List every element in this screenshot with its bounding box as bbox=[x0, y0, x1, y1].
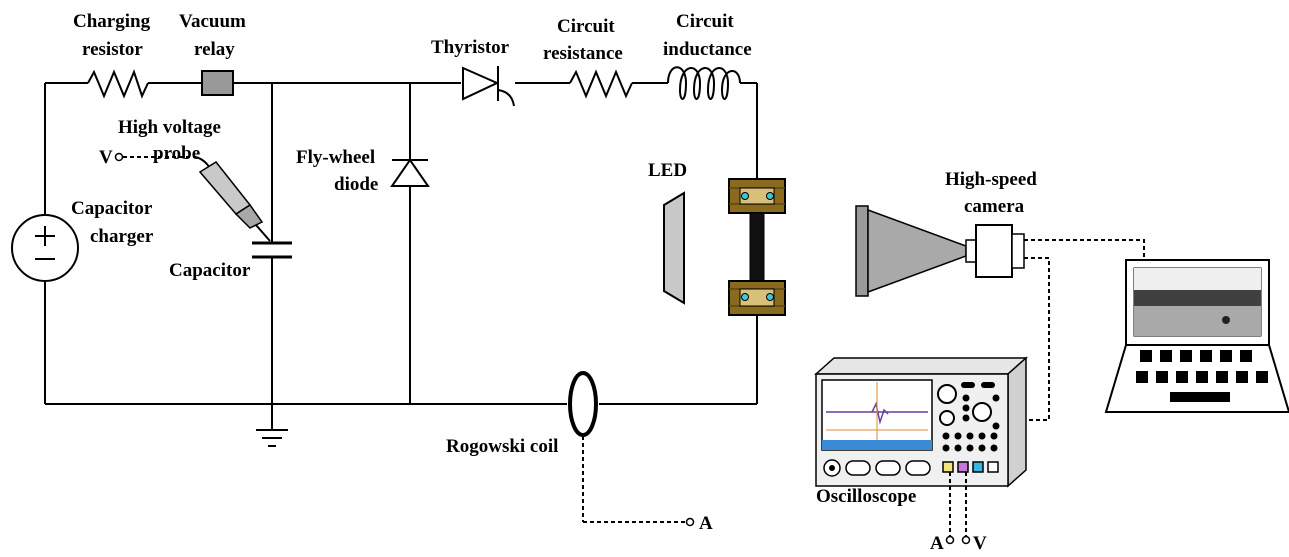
label-scope-terminal-v: V bbox=[973, 533, 987, 554]
label-capacitor-charger-1: Capacitor bbox=[71, 198, 153, 219]
circuit-inductance bbox=[667, 66, 741, 100]
fly-wheel-diode bbox=[390, 158, 430, 187]
label-scope-terminal-a: A bbox=[930, 533, 944, 554]
thyristor bbox=[462, 66, 515, 107]
label-high-speed-camera-1: High-speed bbox=[945, 169, 1037, 190]
label-high-voltage-probe-2: probe bbox=[153, 143, 200, 164]
rogowski-coil bbox=[568, 371, 695, 527]
ground-icon bbox=[256, 429, 288, 447]
label-rogowski-terminal: A bbox=[699, 513, 713, 534]
plus-sign-icon bbox=[35, 226, 55, 246]
label-high-voltage-probe-1: High voltage bbox=[118, 117, 221, 138]
laptop-icon bbox=[1104, 259, 1289, 413]
specimen-holder bbox=[728, 178, 786, 316]
specimen-bar bbox=[749, 212, 765, 282]
label-rogowski-coil: Rogowski coil bbox=[446, 436, 558, 457]
high-speed-camera-icon bbox=[855, 205, 1025, 297]
label-thyristor: Thyristor bbox=[431, 37, 510, 58]
oscilloscope-icon bbox=[814, 356, 1028, 488]
label-circuit-resistance-2: resistance bbox=[543, 43, 623, 64]
capacitor bbox=[252, 241, 292, 259]
label-capacitor: Capacitor bbox=[169, 260, 251, 281]
label-fly-wheel-diode-1: Fly-wheel bbox=[296, 147, 375, 168]
label-probe-terminal: V bbox=[99, 147, 113, 168]
charging-resistor bbox=[87, 69, 149, 99]
label-vacuum-relay-2: relay bbox=[194, 39, 235, 60]
label-circuit-inductance-1: Circuit bbox=[676, 11, 734, 32]
label-fly-wheel-diode-2: diode bbox=[334, 174, 378, 195]
label-charging-resistor-1: Charging bbox=[73, 11, 151, 32]
label-high-speed-camera-2: camera bbox=[964, 196, 1025, 217]
vacuum-relay bbox=[201, 70, 234, 96]
label-circuit-inductance-2: inductance bbox=[663, 39, 752, 60]
label-vacuum-relay-1: Vacuum bbox=[179, 11, 246, 32]
label-circuit-resistance-1: Circuit bbox=[557, 16, 615, 37]
high-voltage-probe-icon bbox=[114, 152, 271, 242]
label-capacitor-charger-2: charger bbox=[90, 226, 154, 247]
circuit-wires bbox=[44, 82, 758, 430]
label-charging-resistor-2: resistor bbox=[82, 39, 143, 60]
circuit-resistance bbox=[569, 69, 633, 99]
label-oscilloscope: Oscilloscope bbox=[816, 486, 916, 507]
label-led: LED bbox=[648, 160, 687, 181]
led-panel bbox=[663, 191, 685, 305]
capacitor-charger bbox=[11, 214, 79, 282]
